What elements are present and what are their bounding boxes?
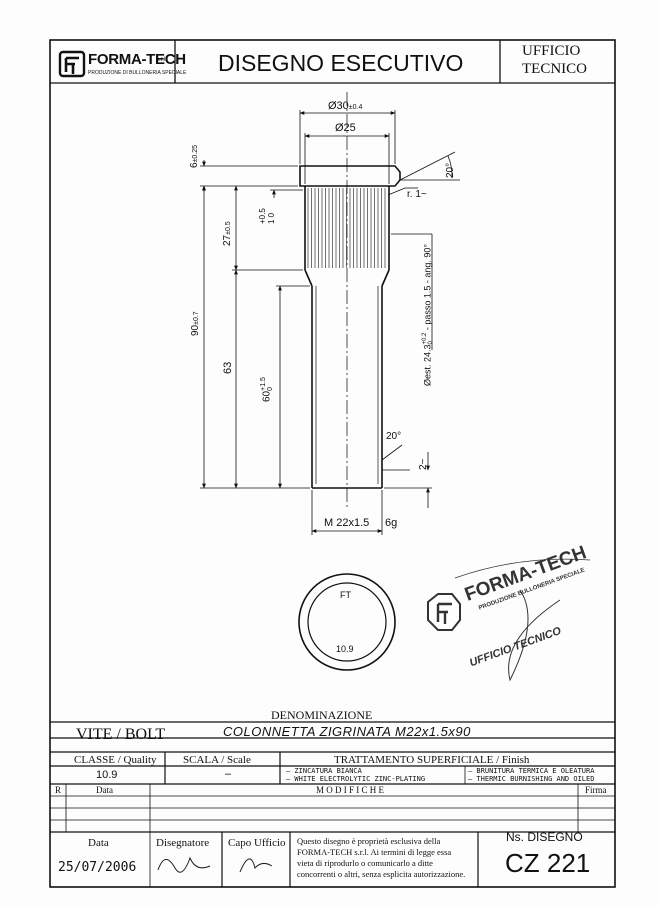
date-value: 25/07/2006	[58, 860, 137, 875]
dimension-lines	[200, 110, 460, 535]
logo-suffix: s.r.l.	[156, 57, 168, 63]
thread-class-label: 6g	[385, 517, 398, 529]
revision-date-col-label: Data	[96, 785, 113, 795]
scala-value: –	[225, 768, 232, 780]
top-chamfer-angle-label: 20°	[445, 162, 456, 178]
knurl-length-label: 27±0.5	[222, 221, 233, 246]
denominazione-label: DENOMINAZIONE	[271, 708, 373, 722]
chamfer-length-label: 2~	[418, 458, 429, 470]
disegnatore-label: Disegnatore	[156, 837, 210, 849]
office-label-line1: UFFICIO	[522, 43, 581, 59]
logo-icon	[58, 50, 86, 78]
page-title: DISEGNO ESECUTIVO	[218, 50, 464, 76]
finish-2: – WHITE ELECTROLYTIC ZINC-PLATING	[286, 775, 426, 783]
header-lines	[50, 40, 615, 84]
radius-label: r. 1~	[407, 189, 427, 200]
finish-1: – ZINCATURA BIANCA	[286, 767, 362, 775]
firma-label: Firma	[585, 785, 607, 795]
total-length-label: 90±0.7	[190, 311, 201, 336]
property-notice: Questo disegno è proprietà esclusiva del…	[297, 836, 466, 879]
head-height-label: 6±0.25	[189, 144, 200, 168]
end-view-bottom-mark: 10.9	[336, 644, 354, 654]
bolt-outline	[299, 165, 401, 489]
bottom-chamfer-angle-label: 20°	[386, 431, 402, 442]
part-type: VITE / BOLT	[76, 726, 166, 743]
length-63-label: 63	[222, 361, 234, 374]
ns-disegno-label: Ns. DISEGNO	[506, 830, 583, 844]
classe-value: 10.9	[96, 769, 118, 781]
scala-label: SCALA / Scale	[183, 754, 251, 766]
office-label-line2: TECNICO	[522, 61, 587, 77]
logo-text: FORMA-TECH	[88, 51, 186, 68]
drawing-number: CZ 221	[505, 848, 591, 878]
revision-col-label: R	[55, 785, 62, 795]
modifiche-label: M O D I F I C H E	[316, 785, 385, 795]
trattamento-label: TRATTAMENTO SUPERFICIALE / Finish	[334, 754, 530, 766]
head-diameter-label: Ø30±0.4	[328, 100, 363, 112]
thread-spec-label: M 22x1.5	[324, 517, 370, 529]
signatures	[157, 856, 273, 873]
end-view	[298, 573, 396, 671]
finish-4: – THERMIC BURNISHING AND OILED	[468, 775, 595, 783]
sheet-border	[49, 39, 616, 888]
end-view-top-mark: FT	[340, 590, 351, 600]
finish-3: – BRUNITURA TERMICA E OLEATURA	[468, 767, 595, 775]
inner-diameter-label: Ø25	[335, 122, 356, 134]
title-block-grid	[50, 721, 615, 887]
capo-ufficio-label: Capo Ufficio	[228, 837, 286, 849]
logo-subtext: PRODUZIONE DI BULLONERIA SPECIALE	[88, 70, 187, 76]
classe-label: CLASSE / Quality	[74, 754, 157, 766]
part-name: COLONNETTA ZIGRINATA M22x1.5x90	[223, 724, 471, 739]
knurl-lines	[307, 188, 386, 268]
office-stamp	[427, 558, 591, 682]
date-label: Data	[88, 837, 109, 849]
